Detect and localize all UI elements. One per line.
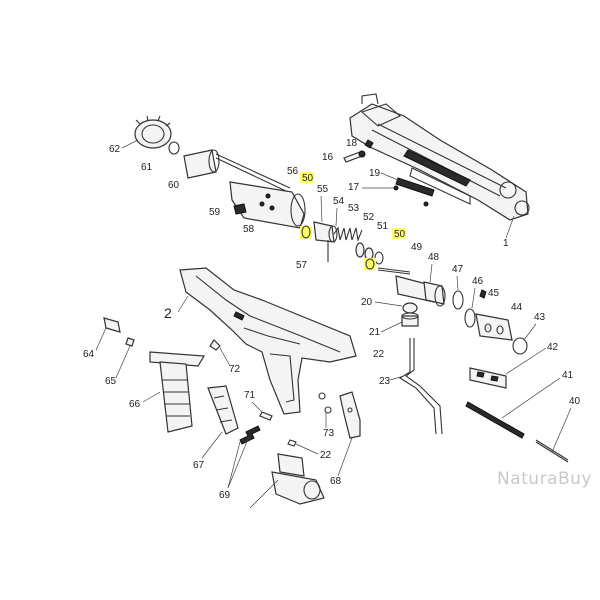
part-55-54-sleeve bbox=[313, 221, 338, 243]
callout-62: 62 bbox=[109, 144, 121, 155]
callout-67: 67 bbox=[193, 460, 205, 471]
callout-43: 43 bbox=[534, 312, 546, 323]
callout-23: 23 bbox=[379, 376, 391, 387]
callout-1: 1 bbox=[503, 238, 509, 249]
part-65-screw bbox=[125, 337, 135, 347]
callout-18: 18 bbox=[346, 138, 358, 149]
part-43-oring bbox=[512, 337, 528, 355]
part-22-lower-screw bbox=[287, 439, 297, 447]
part-66-foregrip bbox=[149, 351, 206, 433]
part-49-pin bbox=[377, 267, 411, 275]
part-44-regulator bbox=[475, 313, 513, 341]
callout-64: 64 bbox=[83, 349, 95, 360]
part-45-screw bbox=[479, 289, 487, 299]
part-72-pin bbox=[209, 339, 221, 351]
part-22-23-tube bbox=[398, 338, 443, 435]
callout-48: 48 bbox=[428, 252, 440, 263]
callout-17: 17 bbox=[348, 182, 360, 193]
part-2-frame bbox=[179, 267, 357, 415]
callout-60: 60 bbox=[168, 180, 180, 191]
part-50-oring-left bbox=[301, 225, 311, 239]
callout-45: 45 bbox=[488, 288, 500, 299]
callout-20: 20 bbox=[361, 297, 373, 308]
callout-50-right: 50 bbox=[394, 229, 406, 240]
part-53-washer bbox=[355, 242, 365, 258]
callout-22-lower: 22 bbox=[320, 450, 332, 461]
callout-55: 55 bbox=[317, 184, 329, 195]
callout-50-left: 50 bbox=[302, 173, 314, 184]
part-19-plate bbox=[395, 177, 435, 197]
callout-22-upper: 22 bbox=[373, 349, 385, 360]
callout-61: 61 bbox=[141, 162, 153, 173]
callout-71: 71 bbox=[244, 390, 256, 401]
callout-65: 65 bbox=[105, 376, 117, 387]
part-73-bolts bbox=[318, 392, 332, 414]
part-50-oring-right bbox=[365, 258, 375, 270]
part-69-screws bbox=[239, 425, 261, 445]
part-40-pin bbox=[535, 439, 569, 463]
callout-56: 56 bbox=[287, 166, 299, 177]
part-20-knob bbox=[402, 302, 418, 314]
callout-69: 69 bbox=[219, 490, 231, 501]
callout-54: 54 bbox=[333, 196, 345, 207]
part-71-screw bbox=[259, 411, 273, 421]
part-21-nut bbox=[401, 312, 419, 327]
callout-57: 57 bbox=[296, 260, 308, 271]
part-42-bracket bbox=[469, 367, 507, 389]
part-62-cap bbox=[134, 115, 172, 149]
part-61-oring bbox=[168, 141, 180, 155]
part-64-clip bbox=[103, 317, 121, 333]
part-48-valve bbox=[395, 275, 446, 307]
callout-47: 47 bbox=[452, 264, 464, 275]
part-trigger-assembly bbox=[271, 453, 325, 505]
callout-66: 66 bbox=[129, 399, 141, 410]
callout-49: 49 bbox=[411, 242, 423, 253]
part-67-grip-panel bbox=[207, 385, 239, 435]
callout-41: 41 bbox=[562, 370, 574, 381]
callout-52: 52 bbox=[363, 212, 375, 223]
part-47-oring bbox=[452, 290, 464, 310]
callout-40: 40 bbox=[569, 396, 581, 407]
callout-59: 59 bbox=[209, 207, 221, 218]
part-57-spring bbox=[327, 226, 363, 262]
part-60-cylinder bbox=[183, 149, 220, 179]
callout-2: 2 bbox=[164, 305, 172, 321]
part-46-oring bbox=[464, 308, 476, 328]
watermark-logo: NaturaBuy bbox=[497, 469, 592, 489]
callout-46: 46 bbox=[472, 276, 484, 287]
part-59-setscrew bbox=[233, 203, 247, 215]
part-17-screws bbox=[393, 185, 429, 207]
highlight-50-left bbox=[300, 172, 314, 183]
callout-68: 68 bbox=[330, 476, 342, 487]
part-51-oring bbox=[374, 251, 384, 265]
callout-19: 19 bbox=[369, 168, 381, 179]
highlight-50-right bbox=[392, 228, 406, 239]
callout-16: 16 bbox=[322, 152, 334, 163]
part-41-rod bbox=[465, 401, 525, 439]
callout-58: 58 bbox=[243, 224, 255, 235]
callout-73: 73 bbox=[323, 428, 335, 439]
part-68-side-plate bbox=[339, 391, 361, 439]
callout-72: 72 bbox=[229, 364, 241, 375]
callout-21: 21 bbox=[369, 327, 381, 338]
part-1-receiver bbox=[349, 93, 530, 221]
callout-44: 44 bbox=[511, 302, 523, 313]
callout-42: 42 bbox=[547, 342, 559, 353]
callout-53: 53 bbox=[348, 203, 360, 214]
part-16-pin bbox=[343, 150, 366, 163]
part-18-screw bbox=[364, 139, 374, 149]
callout-51: 51 bbox=[377, 221, 389, 232]
